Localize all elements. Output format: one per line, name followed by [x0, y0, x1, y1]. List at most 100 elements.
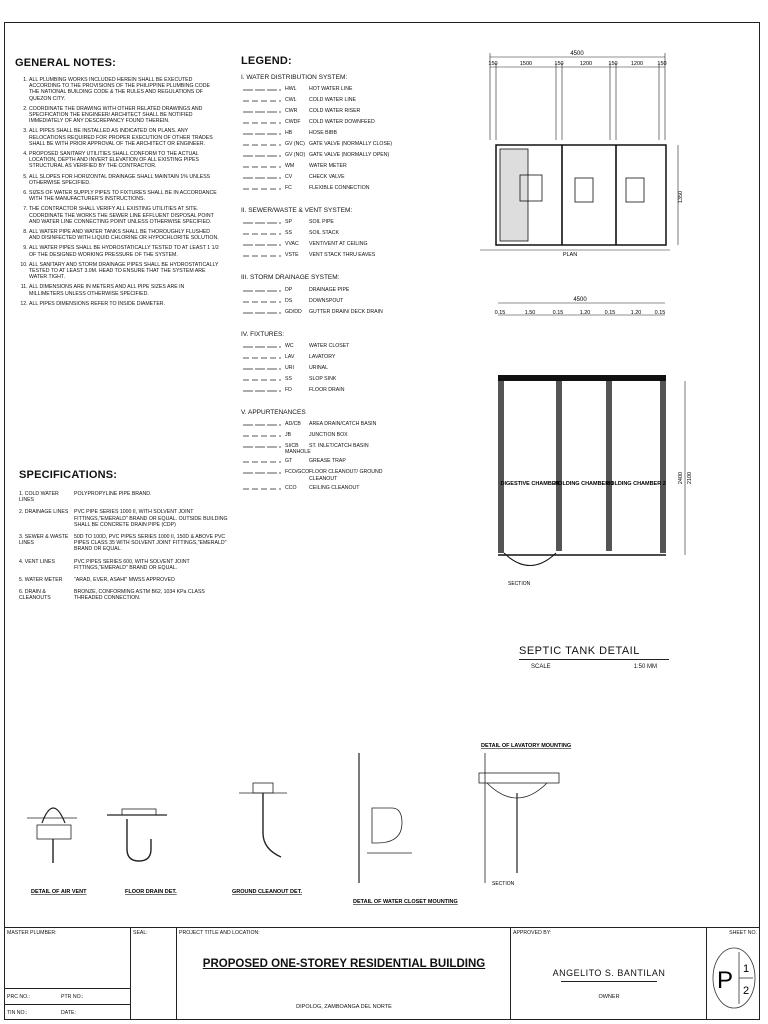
spec-value: PVC PIPE SERIES 1000 II, WITH SOLVENT JO…	[74, 509, 228, 528]
master-plumber-cell: MASTER PLUMBER: PRC NO.: PTR NO.: TIN NO…	[5, 928, 131, 1020]
plan-overall-dim: 4500	[570, 51, 584, 57]
legend-code: JB	[285, 432, 292, 439]
general-note: COORDINATE THE DRAWING WITH OTHER RELATE…	[29, 106, 220, 125]
general-note: PROPOSED SANITARY UTILITIES SHALL CONFOR…	[29, 151, 220, 170]
general-notes: GENERAL NOTES: ALL PLUMBING WORKS INCLUD…	[15, 57, 220, 311]
legend-desc: COLD WATER LINE	[309, 97, 356, 104]
legend-desc: SOIL STACK	[309, 230, 339, 237]
general-note: ALL PLUMBING WORKS INCLUDED HEREIN SHALL…	[29, 77, 220, 102]
section-dim: 1.20	[631, 310, 642, 316]
legend-symbol-icon	[241, 298, 285, 306]
general-notes-list: ALL PLUMBING WORKS INCLUDED HEREIN SHALL…	[15, 77, 220, 307]
legend-desc: HOT WATER LINE	[309, 86, 353, 93]
legend-desc: CHECK VALVE	[309, 174, 345, 181]
seal-cell: SEAL:	[131, 928, 177, 1020]
legend-desc: URINAL	[309, 364, 329, 371]
spec-row: 5. WATER METER"ARAD, EVER, ASAHI" MWSS A…	[19, 577, 229, 583]
approved-by-cell: APPROVED BY: ANGELITO S. BANTILAN OWNER	[511, 928, 707, 1020]
general-note: THE CONTRACTOR SHALL VERIFY ALL EXISTING…	[29, 206, 220, 225]
spec-value: BRONZE, CONFORMING ASTM B62, 1034 KPa CL…	[74, 589, 205, 602]
legend-desc: GUTTER DRAIN/ DECK DRAIN	[309, 308, 383, 315]
legend-item: CV CHECK VALVE	[241, 174, 411, 182]
details-drawings: DETAIL OF AIR VENT FLOOR DRAIN DET. GROU…	[27, 743, 571, 905]
general-note: SIZES OF WATER SUPPLY PIPES TO FIXTURES …	[29, 190, 220, 202]
plan-dim: 1200	[580, 61, 592, 67]
legend-code: CWR	[285, 108, 298, 115]
legend-symbol-icon	[241, 141, 285, 149]
general-note: ALL PIPES DIMENSIONS REFER TO INSIDE DIA…	[29, 301, 220, 307]
legend-code: DS	[285, 297, 293, 304]
plan-side-dim: 1350	[678, 191, 684, 203]
spec-value: 50D TO 100D, PVC PIPES SERIES 1000 II, 1…	[74, 534, 227, 553]
legend-code: VSTE	[285, 252, 299, 259]
caption-lavatory: DETAIL OF LAVATORY MOUNTING	[481, 743, 571, 749]
legend-desc: GREASE TRAP	[309, 458, 346, 465]
legend-section-title: IV. FIXTURES:	[241, 330, 285, 338]
legend-desc: JUNCTION BOX	[309, 432, 348, 439]
section-top-slab	[498, 375, 666, 381]
sheet-letter: P	[717, 967, 733, 994]
legend-symbol-icon	[241, 163, 285, 171]
legend-symbol-icon	[241, 130, 285, 138]
project-title-cell: PROJECT TITLE AND LOCATION: PROPOSED ONE…	[177, 928, 511, 1020]
septic-tank-section: 4500 0.15 1.50 0.15 1.20 0.15 1.20 0.15 …	[495, 297, 693, 587]
legend-item: GV (NC)GATE VALVE (NORMALLY CLOSE)	[241, 141, 411, 149]
legend-symbol-icon	[241, 108, 285, 116]
legend-code: LAV	[285, 353, 295, 360]
plan-label: PLAN	[563, 252, 577, 258]
spec-key: 4. VENT LINES	[19, 558, 55, 565]
legend-desc: FLEXIBLE CONNECTION	[309, 185, 370, 192]
legend-code: HB	[285, 130, 293, 137]
caption-air-vent: DETAIL OF AIR VENT	[31, 889, 87, 895]
legend-desc: SLOP SINK	[309, 375, 337, 382]
legend-item: JB JUNCTION BOX	[241, 432, 411, 440]
legend-symbol-icon	[241, 485, 285, 493]
legend-symbol-icon	[241, 421, 285, 429]
legend-symbol-icon	[241, 174, 285, 182]
scale-value: 1:50 MM	[633, 664, 657, 670]
legend-symbol-icon	[241, 343, 285, 351]
legend-code: GV (NC)	[285, 141, 305, 148]
legend-desc: SOIL PIPE	[309, 219, 334, 226]
section-dim: 0.15	[495, 310, 506, 316]
caption-water-closet: DETAIL OF WATER CLOSET MOUNTING	[353, 899, 458, 905]
sheet-no-cell: SHEET NO. P 1 2	[707, 928, 759, 1020]
sheet-number-badge: P 1 2	[712, 947, 756, 1009]
owner-name: ANGELITO S. BANTILAN	[552, 968, 666, 978]
legend-symbol-icon	[241, 230, 285, 238]
caption-ground-cleanout: GROUND CLEANOUT DET.	[232, 889, 302, 895]
caption-floor-drain: FLOOR DRAIN DET.	[125, 889, 177, 895]
section-dim: 0.15	[605, 310, 616, 316]
legend-desc: DOWNSPOUT	[309, 297, 344, 304]
section-side-dim-b: 2100	[687, 472, 693, 484]
spec-value: "ARAD, EVER, ASAHI" MWSS APPROVED	[74, 577, 175, 584]
legend-symbol-icon	[241, 287, 285, 295]
scale-label: SCALE	[531, 664, 551, 670]
legend-section-title: III. STORM DRAINAGE SYSTEM:	[241, 274, 340, 282]
septic-title-text: SEPTIC TANK DETAIL	[519, 645, 669, 660]
legend-title: LEGEND:	[241, 55, 292, 67]
lavatory-section-label: SECTION	[492, 881, 515, 887]
project-title: PROPOSED ONE-STOREY RESIDENTIAL BUILDING	[202, 958, 486, 970]
legend-code: SP	[285, 219, 292, 226]
legend-symbol-icon	[241, 469, 285, 477]
septic-tank-title: SEPTIC TANK DETAIL SCALE 1:50 MM	[519, 645, 669, 670]
plan-dim: 150	[554, 61, 563, 67]
legend-desc: COLD WATER RISER	[309, 108, 361, 115]
legend-code: CV	[285, 174, 293, 181]
